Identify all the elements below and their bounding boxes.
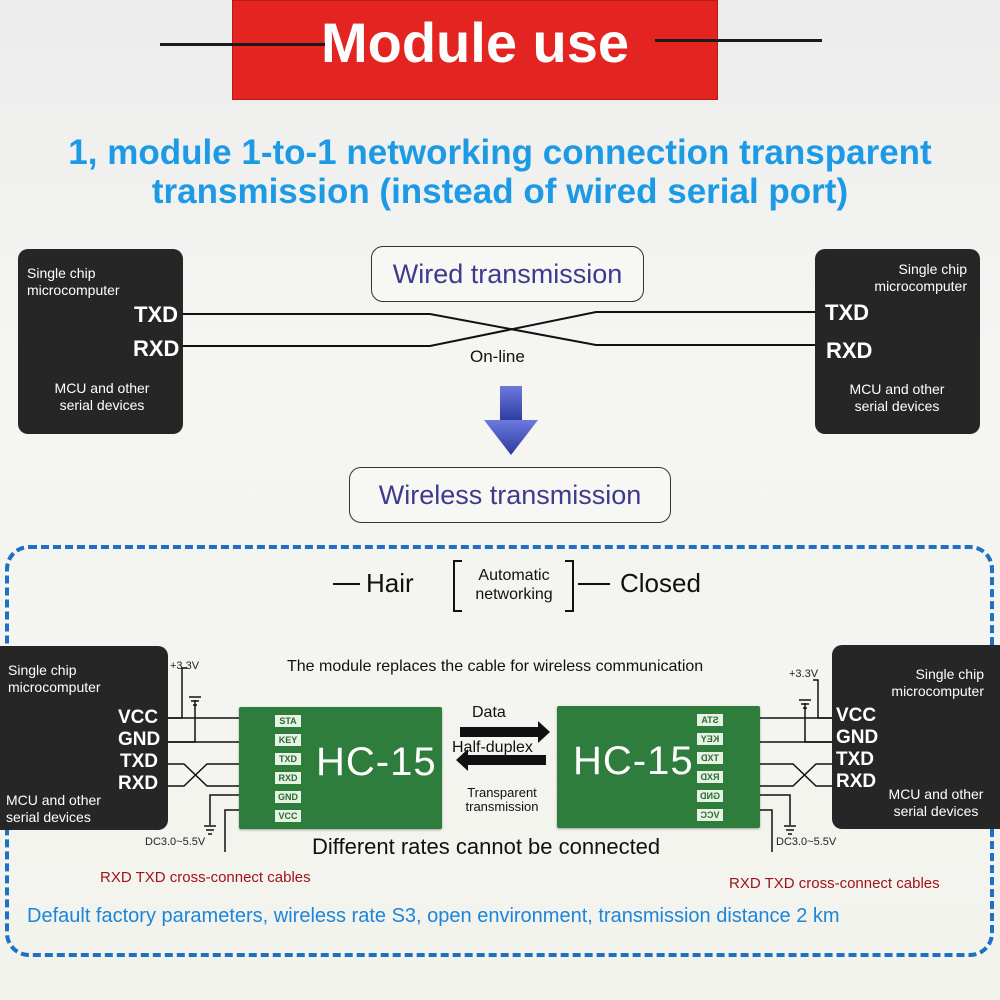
auto-line1: Automatic — [478, 567, 550, 584]
section-heading-line2: transmission (instead of wired serial po… — [151, 172, 849, 211]
wired-left-pin-rxd: RXD — [133, 336, 180, 361]
pin-vcc: VCC — [836, 705, 877, 726]
pin-gnd: GND — [836, 727, 879, 748]
wired-right-device — [815, 249, 980, 434]
page-title: Module use — [320, 11, 630, 74]
banner-line-left — [160, 43, 325, 46]
auto-line2: networking — [475, 586, 553, 603]
pin-label-sta: STA — [697, 714, 723, 726]
closed-label: Closed — [620, 568, 701, 598]
wireless-right-device — [832, 645, 1000, 829]
pin-txd: TXD — [836, 749, 874, 770]
ground-icon-right — [784, 699, 811, 835]
pin-label-vcc: VCC — [697, 809, 723, 821]
voltage-range-right: DC3.0~5.5V — [776, 836, 837, 848]
device-title-line1: Single chip — [898, 261, 968, 277]
left-arrow-icon — [456, 749, 546, 771]
hc15-module-left: HC-15 STA KEY TXD RXD GND VCC — [239, 707, 442, 829]
wired-left-title: Single chip microcomputer — [27, 265, 120, 299]
pin-label-sta: STA — [275, 715, 301, 727]
wireless-right-footer: MCU and other serial devices — [880, 786, 992, 820]
wired-right-title: Single chip microcomputer — [820, 261, 967, 295]
device-footer-line2: serial devices — [59, 397, 145, 413]
pin-label-rxd: RXD — [697, 771, 723, 783]
auto-networking-bracket — [333, 560, 610, 612]
banner-line-right — [655, 39, 822, 42]
device-footer-line1: MCU and other — [6, 792, 101, 808]
wireless-transmission-label: Wireless transmission — [349, 467, 671, 523]
device-title-line2: microcomputer — [8, 679, 101, 695]
different-rates-note: Different rates cannot be connected — [312, 834, 661, 859]
transparent-line1: Transparent — [467, 785, 537, 800]
pin-label-rxd: RXD — [275, 772, 301, 784]
cross-connect-note-left: RXD TXD cross-connect cables — [100, 869, 311, 886]
wired-left-pin-txd: TXD — [134, 302, 178, 327]
transparent-transmission-label: Transparent transmission — [452, 786, 552, 814]
device-footer-line1: MCU and other — [888, 786, 984, 802]
wireless-left-device — [0, 646, 168, 830]
left-cable — [168, 667, 240, 852]
data-label: Data — [472, 704, 506, 721]
pin-vcc: VCC — [118, 707, 159, 728]
online-label: On-line — [470, 347, 525, 366]
device-footer-line1: MCU and other — [54, 380, 150, 396]
pin-label-vcc: VCC — [275, 810, 301, 822]
device-title-line1: Single chip — [915, 666, 985, 682]
right-arrow-icon — [460, 721, 550, 743]
pin-label-txd: TXD — [275, 753, 301, 765]
pin-label-key: KEY — [275, 734, 301, 746]
wireless-right-pins: VCC GND TXD RXD — [836, 705, 878, 793]
pin-label-key: KEY — [697, 733, 723, 745]
device-title-line1: Single chip — [8, 662, 77, 678]
device-footer-line2: serial devices — [893, 803, 979, 819]
pin-txd: TXD — [120, 751, 158, 772]
pin-rxd: RXD — [836, 771, 877, 792]
wireless-right-title: Single chip microcomputer — [840, 666, 984, 700]
device-title-line2: microcomputer — [874, 278, 967, 294]
wired-transmission-label: Wired transmission — [371, 246, 644, 302]
wired-right-footer: MCU and other serial devices — [822, 381, 972, 415]
section-heading-line1: 1, module 1-to-1 networking connection t… — [68, 133, 932, 172]
module-pin-labels: STA KEY TXD RXD GND VCC — [275, 715, 301, 822]
pin-label-gnd: GND — [275, 791, 301, 803]
device-footer-line1: MCU and other — [849, 381, 945, 397]
replace-cable-text: The module replaces the cable for wirele… — [287, 658, 704, 675]
wired-cable — [183, 311, 815, 347]
voltage-33-right: +3.3V — [789, 668, 819, 680]
wired-left-footer: MCU and other serial devices — [27, 380, 177, 414]
wireless-left-footer: MCU and other serial devices — [6, 792, 101, 826]
wireless-left-pins: VCC GND TXD RXD — [118, 707, 161, 795]
device-title-line2: microcomputer — [891, 683, 984, 699]
auto-networking-label: Automatic networking — [462, 566, 566, 604]
title-banner — [232, 0, 718, 100]
wired-right-pin-rxd: RXD — [826, 338, 873, 363]
device-title-line2: microcomputer — [27, 282, 120, 298]
module-pin-labels: STA KEY TXD RXD GND VCC — [697, 714, 723, 821]
module-name: HC-15 — [316, 740, 437, 784]
hair-label: Hair — [366, 568, 414, 598]
pin-gnd: GND — [118, 729, 161, 750]
cross-connect-note-right: RXD TXD cross-connect cables — [729, 875, 940, 892]
voltage-33-left: +3.3V — [170, 660, 200, 672]
down-arrow-icon — [484, 386, 538, 455]
pin-label-txd: TXD — [697, 752, 723, 764]
transparent-line2: transmission — [465, 799, 539, 814]
right-cable — [760, 679, 832, 852]
factory-parameters-footer: Default factory parameters, wireless rat… — [27, 905, 840, 927]
half-duplex-label: Half-duplex — [452, 739, 533, 756]
device-footer-line2: serial devices — [6, 809, 91, 825]
wireless-left-title: Single chip microcomputer — [8, 662, 101, 696]
wired-right-pin-txd: TXD — [825, 300, 869, 325]
wired-left-device — [18, 249, 183, 434]
module-name: HC-15 — [573, 739, 694, 783]
device-footer-line2: serial devices — [854, 398, 940, 414]
pin-label-gnd: GND — [697, 790, 723, 802]
pin-rxd: RXD — [118, 773, 159, 794]
voltage-range-left: DC3.0~5.5V — [145, 836, 206, 848]
hc15-module-right: HC-15 STA KEY TXD RXD GND VCC — [557, 706, 760, 828]
device-title-line1: Single chip — [27, 265, 96, 281]
ground-icon — [189, 696, 216, 835]
